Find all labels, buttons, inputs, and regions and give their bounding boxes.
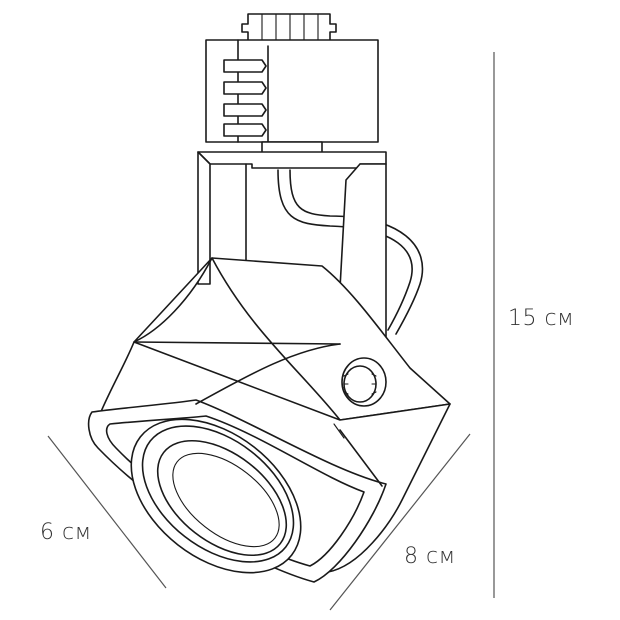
lamp-head-slot-edge: [333, 423, 345, 439]
tilt-knob: [341, 357, 387, 407]
lens-ring-core: [172, 452, 280, 548]
lens-ring-inner: [156, 439, 288, 557]
dimension-lines: [47, 52, 495, 611]
bracket-left-arm: [197, 151, 211, 285]
depth-dimension-label: 8 см: [404, 544, 456, 569]
height-dimension-label: 15 см: [508, 306, 575, 331]
tilt-knob-cap: [343, 365, 377, 403]
lens-assembly: [130, 418, 302, 574]
power-cable-inner: [289, 169, 424, 335]
lamp-head-seam-lower: [195, 343, 341, 405]
lamp-head-slot: [339, 429, 383, 487]
depth-dimension-line: [329, 433, 471, 611]
track-adapter: [205, 13, 379, 155]
lamp-head-bezel: [105, 415, 365, 567]
tilt-knob-grip: [343, 373, 377, 395]
width-dimension-line: [47, 435, 167, 589]
adapter-cap: [241, 13, 337, 43]
lens-ring-mid: [141, 425, 295, 563]
width-dimension-label: 6 см: [40, 520, 92, 545]
adapter-contacts: [223, 59, 267, 137]
lamp-head-seam: [133, 341, 341, 345]
adapter-cap-ridge: [261, 13, 319, 43]
